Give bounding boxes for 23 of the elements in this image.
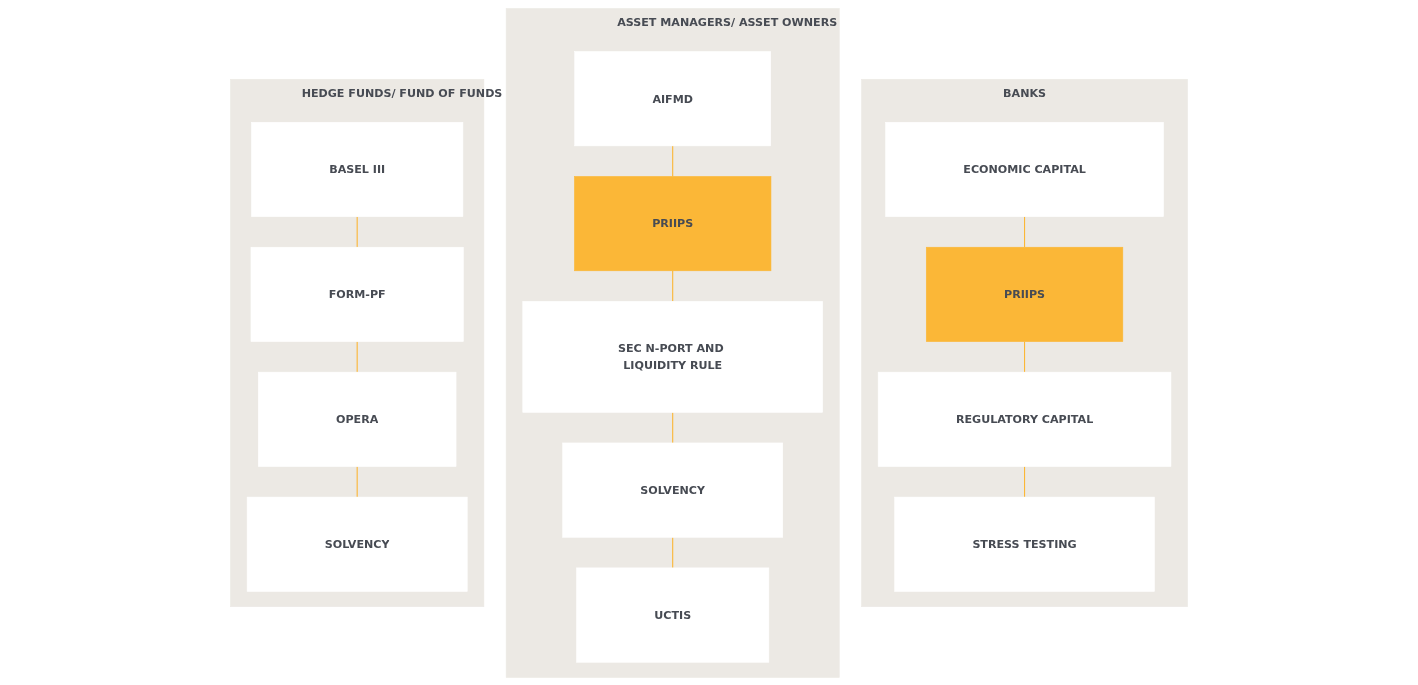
node-box: PRIIPS — [925, 246, 1124, 342]
connector — [356, 465, 358, 498]
connector — [672, 144, 674, 177]
connector — [672, 411, 674, 443]
connector — [672, 269, 674, 302]
node-box: REGULATORY CAPITAL — [877, 371, 1172, 467]
node-box: UCTIS — [576, 567, 770, 663]
connector — [1023, 465, 1026, 498]
connector — [1023, 215, 1026, 248]
connector — [356, 340, 358, 373]
node-box: ECONOMIC CAPITAL — [885, 121, 1164, 217]
node-box: SOLVENCY — [562, 442, 783, 538]
node-box: AIFMD — [574, 50, 771, 146]
node-box: SOLVENCY — [246, 496, 468, 592]
connector — [672, 536, 674, 568]
connector — [356, 215, 358, 248]
node-box: SEC N-PORT AND LIQUIDITY RULE — [522, 300, 823, 413]
node-box: STRESS TESTING — [894, 496, 1155, 592]
node-box: OPERA — [257, 371, 457, 467]
node-box: PRIIPS — [574, 175, 772, 271]
node-box: BASEL III — [251, 121, 464, 217]
connector — [1023, 340, 1026, 373]
node-box: FORM-PF — [250, 246, 464, 342]
